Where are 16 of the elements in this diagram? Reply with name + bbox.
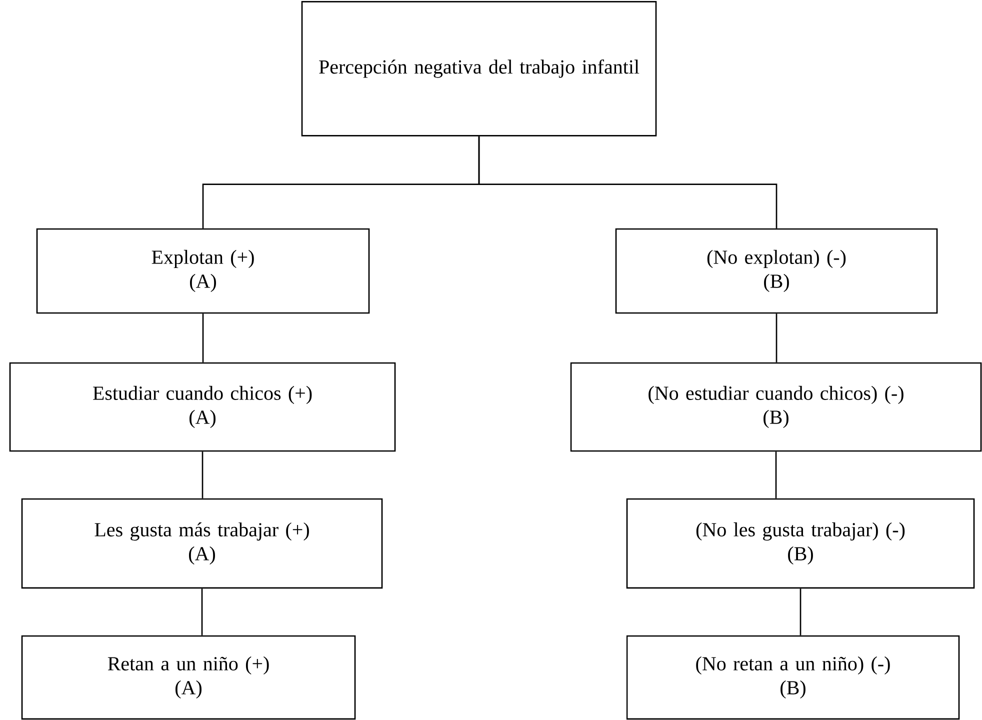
process-box: Percepción negativa del trabajo infantil (301, 0, 657, 136)
connector-line (775, 452, 777, 498)
connector-line (201, 588, 203, 636)
process-box: (No estudiar cuando chicos) (-) (B) (570, 362, 982, 452)
connector-line (478, 136, 778, 228)
process-box: (No explotan) (-) (B) (615, 228, 938, 314)
connector-line (202, 314, 204, 362)
process-box: Les gusta más trabajar (+) (A) (21, 498, 383, 589)
process-box: Estudiar cuando chicos (+) (A) (9, 362, 396, 452)
process-box: Retan a un niño (+) (A) (21, 635, 356, 720)
connector-line (776, 314, 778, 362)
connector-line (202, 452, 204, 498)
process-box: (No retan a un niño) (-) (B) (626, 635, 960, 720)
process-box: (No les gusta trabajar) (-) (B) (626, 498, 975, 589)
process-box: Explotan (+) (A) (36, 228, 370, 314)
connector-line (800, 588, 802, 636)
